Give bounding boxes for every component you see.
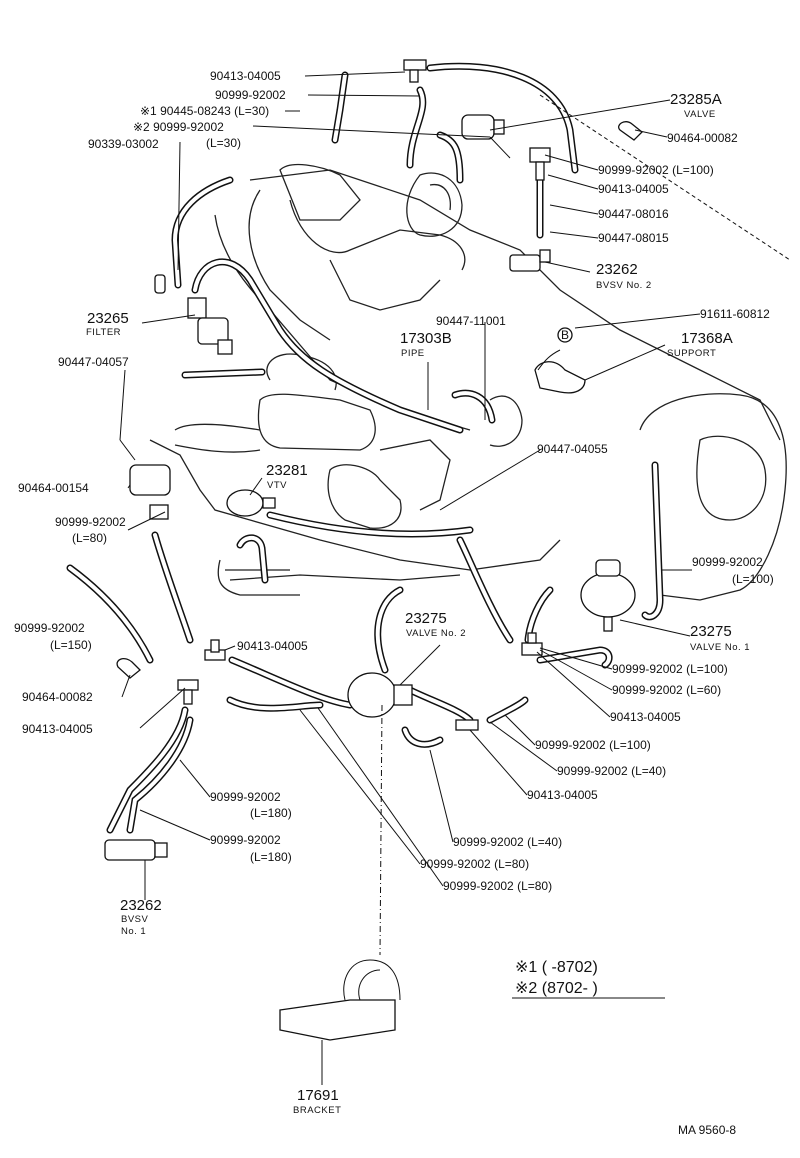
t-connector-top bbox=[403, 59, 427, 83]
label-23275-valve1-sub: VALVE No. 1 bbox=[690, 642, 750, 653]
label-90413-mid: 90413-04005 bbox=[598, 182, 669, 196]
note-1: ※1 ( -8702) bbox=[515, 959, 598, 976]
valve-no2 bbox=[347, 672, 413, 718]
bvsv-no1 bbox=[104, 839, 168, 861]
t-connector-bottom bbox=[455, 719, 479, 731]
label-23285a: 23285A bbox=[670, 91, 722, 108]
vsv-valve-23285a bbox=[461, 114, 505, 140]
label-17303b-sub: PIPE bbox=[401, 348, 425, 359]
clamp-90464-00154 bbox=[129, 464, 171, 520]
label-90339: 90339-03002 bbox=[88, 137, 159, 151]
label-90999-l100-c: 90999-92002 (L=100) bbox=[612, 662, 728, 676]
label-23275-valve1: 23275 bbox=[690, 623, 732, 640]
label-90464-00154: 90464-00154 bbox=[18, 481, 89, 495]
label-90447-04057: 90447-04057 bbox=[58, 355, 129, 369]
label-23281-sub: VTV bbox=[267, 480, 287, 491]
label-90413-right: 90413-04005 bbox=[610, 710, 681, 724]
label-90413-top: 90413-04005 bbox=[210, 69, 281, 83]
label-90999-l40-a: 90999-92002 (L=40) bbox=[557, 764, 666, 778]
label-90999-l80-a: 90999-92002 bbox=[55, 515, 126, 529]
label-90464-top: 90464-00082 bbox=[667, 131, 738, 145]
label-90999-l80-b: 90999-92002 (L=80) bbox=[420, 857, 529, 871]
label-mark2: ※2 90999-92002 bbox=[133, 120, 224, 134]
label-23262-bottom-sub1: BVSV bbox=[121, 914, 149, 925]
label-90999-l100-b: 90999-92002 bbox=[692, 555, 763, 569]
bracket-17691 bbox=[279, 959, 401, 1041]
label-90999-l60: 90999-92002 (L=60) bbox=[612, 683, 721, 697]
applicability-notes: ※1 ( -8702) ※2 (8702- ) bbox=[512, 959, 665, 999]
label-17368a-sub: SUPPORT bbox=[667, 348, 716, 359]
label-23285a-sub: VALVE bbox=[684, 109, 716, 120]
label-23262-top: 23262 bbox=[596, 261, 638, 278]
label-90999-l180-b: 90999-92002 bbox=[210, 833, 281, 847]
label-23265-sub: FILTER bbox=[86, 327, 121, 338]
label-90999-l100-a: 90999-92002 (L=100) bbox=[598, 163, 714, 177]
vtv-23281 bbox=[226, 489, 276, 517]
support-17368a bbox=[534, 327, 586, 394]
label-23275-valve2: 23275 bbox=[405, 610, 447, 627]
clip-90464-left bbox=[116, 658, 141, 679]
label-90999-l80-c: 90999-92002 (L=80) bbox=[443, 879, 552, 893]
diagram-code: MA 9560-8 bbox=[678, 1123, 736, 1137]
label-90464-left: 90464-00082 bbox=[22, 690, 93, 704]
label-90999-l100-b-length: (L=100) bbox=[732, 572, 774, 586]
label-90413-left: 90413-04005 bbox=[237, 639, 308, 653]
label-90999-top: 90999-92002 bbox=[215, 88, 286, 102]
label-91611: 91611-60812 bbox=[700, 307, 770, 321]
bvsv-no2 bbox=[509, 249, 551, 272]
bubble-b-label: B bbox=[561, 328, 569, 342]
label-23262-top-sub: BVSV No. 2 bbox=[596, 280, 652, 291]
note-2: ※2 (8702- ) bbox=[515, 980, 598, 997]
label-90413-bottom: 90413-04005 bbox=[527, 788, 598, 802]
label-23281: 23281 bbox=[266, 462, 308, 479]
label-90999-l180-a: 90999-92002 bbox=[210, 790, 281, 804]
label-90999-l40-b: 90999-92002 (L=40) bbox=[453, 835, 562, 849]
label-90447-11001: 90447-11001 bbox=[436, 314, 506, 328]
label-23265: 23265 bbox=[87, 310, 129, 327]
label-90447-04055: 90447-04055 bbox=[537, 442, 608, 456]
label-90999-l100-d: 90999-92002 (L=100) bbox=[535, 738, 651, 752]
label-17691: 17691 bbox=[297, 1087, 339, 1104]
cap-90339 bbox=[154, 274, 166, 294]
label-90999-l150-length: (L=150) bbox=[50, 638, 92, 652]
filter-23265 bbox=[187, 297, 233, 355]
leader-lines bbox=[119, 71, 791, 1085]
part-labels: 90413-04005 90999-92002 ※1 90445-08243 (… bbox=[14, 69, 774, 1116]
label-17303b: 17303B bbox=[400, 330, 452, 347]
label-90447-08016: 90447-08016 bbox=[598, 207, 669, 221]
label-17368a: 17368A bbox=[681, 330, 733, 347]
label-90999-l180-b-length: (L=180) bbox=[250, 850, 292, 864]
t-connector-left-low bbox=[177, 679, 199, 705]
label-90999-l150: 90999-92002 bbox=[14, 621, 85, 635]
t-connector-left bbox=[204, 639, 226, 661]
label-90999-l80-a-length: (L=80) bbox=[72, 531, 107, 545]
valve-no1 bbox=[580, 559, 636, 632]
label-17691-sub: BRACKET bbox=[293, 1105, 341, 1116]
label-23262-bottom-sub2: No. 1 bbox=[121, 926, 146, 937]
label-90999-l180-a-length: (L=180) bbox=[250, 806, 292, 820]
engine-outline bbox=[149, 163, 787, 601]
label-90447-08015: 90447-08015 bbox=[598, 231, 669, 245]
label-90413-left2: 90413-04005 bbox=[22, 722, 93, 736]
label-23262-bottom: 23262 bbox=[120, 897, 162, 914]
label-mark2-length: (L=30) bbox=[206, 136, 241, 150]
t-connector-mid bbox=[529, 147, 551, 181]
label-23275-valve2-sub: VALVE No. 2 bbox=[406, 628, 466, 639]
label-mark1: ※1 90445-08243 (L=30) bbox=[140, 104, 269, 118]
